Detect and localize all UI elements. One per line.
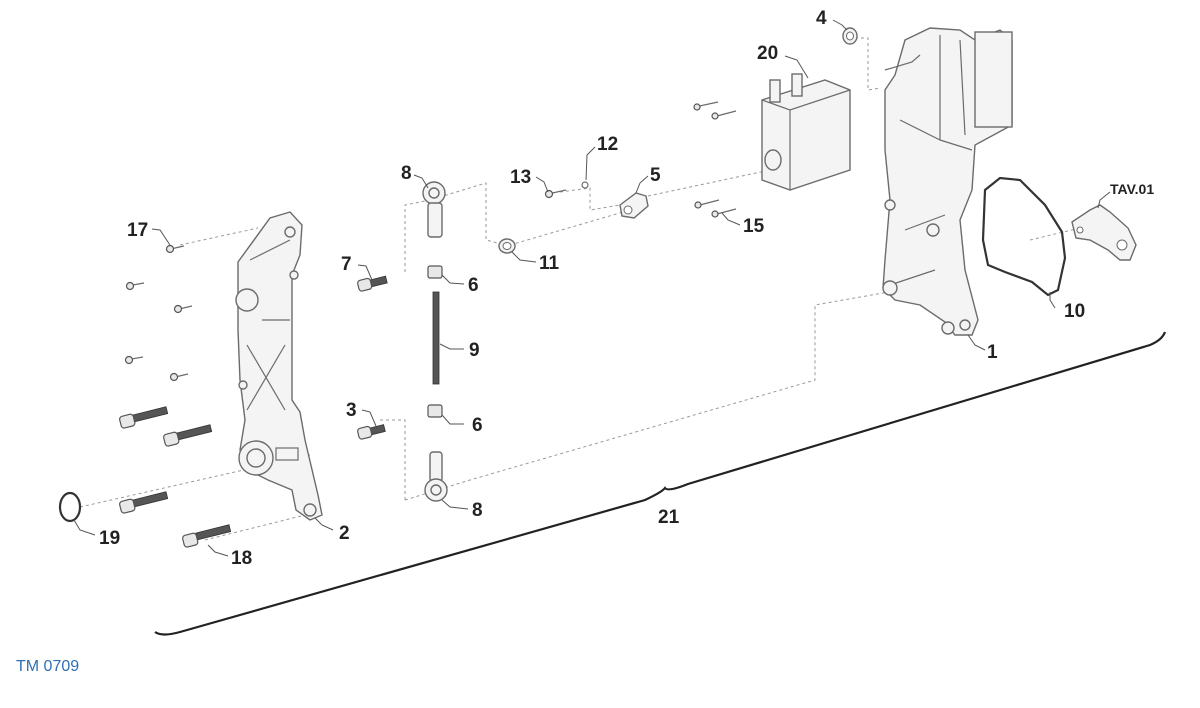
callout-2: 2	[339, 523, 350, 544]
callout-15: 15	[743, 216, 765, 237]
callout-6-upper: 6	[468, 275, 479, 296]
small-screws-left	[124, 244, 193, 382]
callout-12: 12	[597, 134, 618, 155]
servo-linkage-small-parts	[498, 181, 649, 254]
o-ring-part	[58, 491, 82, 523]
alignment-lines	[79, 37, 1081, 541]
servo-screws	[693, 101, 737, 218]
callout-1: 1	[987, 342, 998, 363]
callout-8-lower: 8	[472, 500, 483, 521]
callout-6-lower: 6	[472, 415, 483, 436]
callout-labels: 1 2 3 4 5 6 6 7 8 8 9 10 11 12 13 15 17 …	[99, 8, 1154, 569]
callout-tav-01: TAV.01	[1110, 181, 1154, 197]
linkage-rod-assembly	[357, 181, 448, 502]
callout-8-upper: 8	[401, 163, 412, 184]
callout-18: 18	[231, 548, 252, 569]
callout-21: 21	[658, 507, 680, 528]
callout-4: 4	[816, 8, 827, 29]
callout-10: 10	[1064, 301, 1085, 322]
long-bolts	[119, 406, 232, 548]
callout-3: 3	[346, 400, 357, 421]
assembly-brace	[154, 331, 1167, 636]
tav-bracket-part	[1071, 204, 1137, 261]
main-housing-part	[882, 27, 1013, 336]
servo-part	[761, 73, 851, 191]
washer-part	[842, 27, 858, 45]
drawing-code: TM 0709	[16, 658, 80, 675]
callout-17: 17	[127, 220, 148, 241]
callout-7: 7	[341, 254, 352, 275]
side-plate-part	[235, 211, 323, 521]
callout-leaders	[73, 19, 1111, 557]
callout-20: 20	[757, 43, 778, 64]
callout-9: 9	[469, 340, 480, 361]
gasket-part	[981, 176, 1067, 297]
callout-13: 13	[510, 167, 531, 188]
callout-5: 5	[650, 165, 661, 186]
callout-11: 11	[539, 253, 560, 274]
callout-19: 19	[99, 528, 120, 549]
